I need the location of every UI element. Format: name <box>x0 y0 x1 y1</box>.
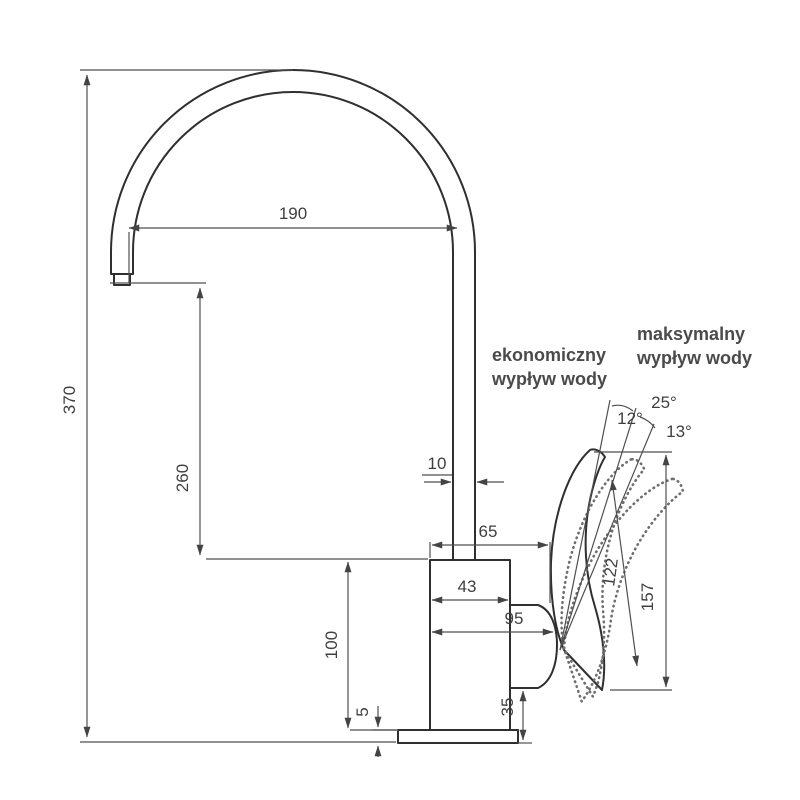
angle-label-13: 13° <box>666 422 692 441</box>
dim-label-35: 35 <box>498 698 517 717</box>
maximum-flow-label-line1: maksymalny <box>637 324 745 344</box>
dim-label-122: 122 <box>599 557 622 588</box>
flow-annotations: ekonomiczny wypływ wody maksymalny wypły… <box>491 324 752 389</box>
faucet-outline <box>110 69 606 744</box>
economical-flow-label-line2: wypływ wody <box>491 369 607 389</box>
valve-housing <box>509 604 558 689</box>
angle-arc-12 <box>611 404 634 412</box>
spout-inner-arc <box>132 91 454 253</box>
riser-pipe <box>452 251 476 561</box>
dim-label-370: 370 <box>60 386 79 414</box>
dim-label-157: 157 <box>638 583 657 611</box>
dimension-labels: 190 370 260 10 65 43 95 100 5 35 122 157… <box>60 204 692 717</box>
spout-end <box>110 251 134 275</box>
dim-label-5: 5 <box>353 707 372 716</box>
dim-label-100: 100 <box>322 631 341 659</box>
maximum-flow-label-line2: wypływ wody <box>636 348 752 368</box>
angle-reference-lines <box>559 399 656 651</box>
dim-label-95: 95 <box>505 609 524 628</box>
faucet-body <box>429 559 511 731</box>
angle-line-3 <box>559 423 655 651</box>
handle-position-maximum <box>562 477 685 705</box>
dim-label-65: 65 <box>479 522 498 541</box>
dim-label-190: 190 <box>279 204 307 223</box>
dim-122 <box>609 479 640 667</box>
dim-label-10: 10 <box>428 454 447 473</box>
spout-aerator <box>113 273 131 286</box>
dimension-lines <box>80 69 672 757</box>
angle-arc-13 <box>639 416 656 429</box>
spout-outer-arc <box>110 69 476 253</box>
angle-label-12: 12° <box>617 409 643 428</box>
handle-lever <box>549 448 606 691</box>
handle-positions-dotted <box>560 457 685 705</box>
angle-label-25: 25° <box>651 393 677 412</box>
handle-position-economical <box>560 457 646 700</box>
dim-label-260: 260 <box>173 464 192 492</box>
economical-flow-label-line1: ekonomiczny <box>492 345 606 365</box>
angle-line-2 <box>559 407 637 651</box>
base-flange <box>397 729 519 744</box>
dim-label-43: 43 <box>458 577 477 596</box>
angle-line-1 <box>559 399 611 651</box>
